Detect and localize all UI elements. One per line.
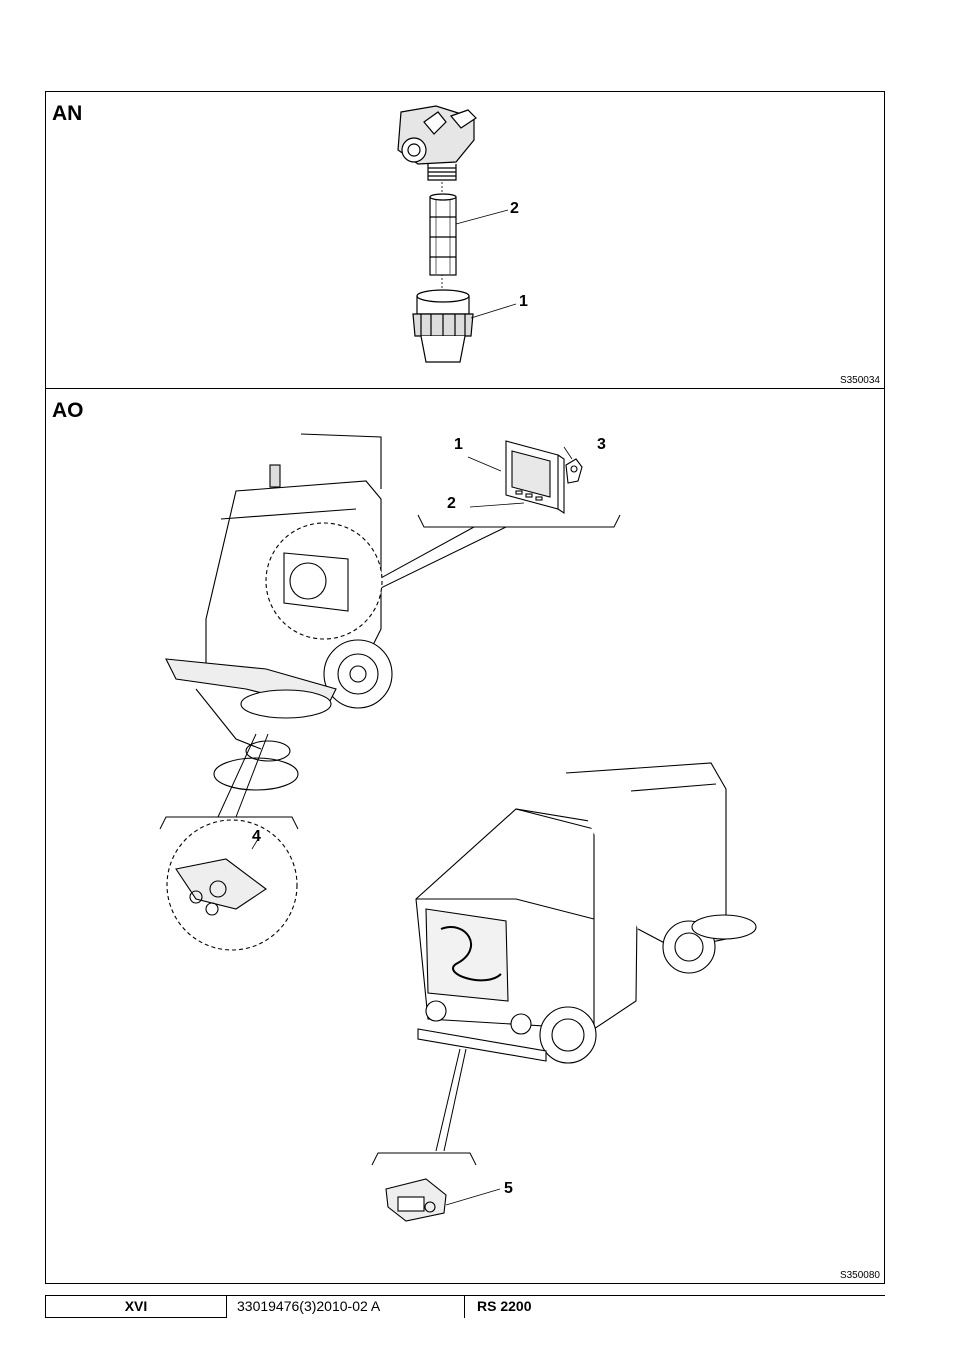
footer-rule [45, 1295, 885, 1296]
callout-1: 1 [519, 293, 528, 310]
callout-5: 5 [504, 1180, 513, 1197]
panel-label: AO [52, 399, 84, 422]
page-footer: XVI 33019476(3)2010-02 A RS 2200 [45, 1295, 885, 1319]
callout-2: 2 [510, 200, 519, 217]
filter-exploded-illustration [397, 105, 517, 363]
callout-2: 2 [447, 495, 456, 512]
page-number: XVI [45, 1295, 227, 1318]
callout-3: 3 [597, 436, 606, 453]
figure-panel-ao: AO [45, 388, 885, 1284]
figure-reference: S350080 [839, 1270, 880, 1281]
callout-4: 4 [252, 828, 261, 845]
figure-reference: S350034 [839, 375, 880, 386]
document-number: 33019476(3)2010-02 A [227, 1295, 465, 1318]
callout-1: 1 [454, 436, 463, 453]
panel-label: AN [52, 102, 83, 125]
figure-panel-an: AN [45, 91, 885, 389]
sweeper-illustration [159, 433, 757, 1222]
model-name: RS 2200 [477, 1298, 532, 1314]
